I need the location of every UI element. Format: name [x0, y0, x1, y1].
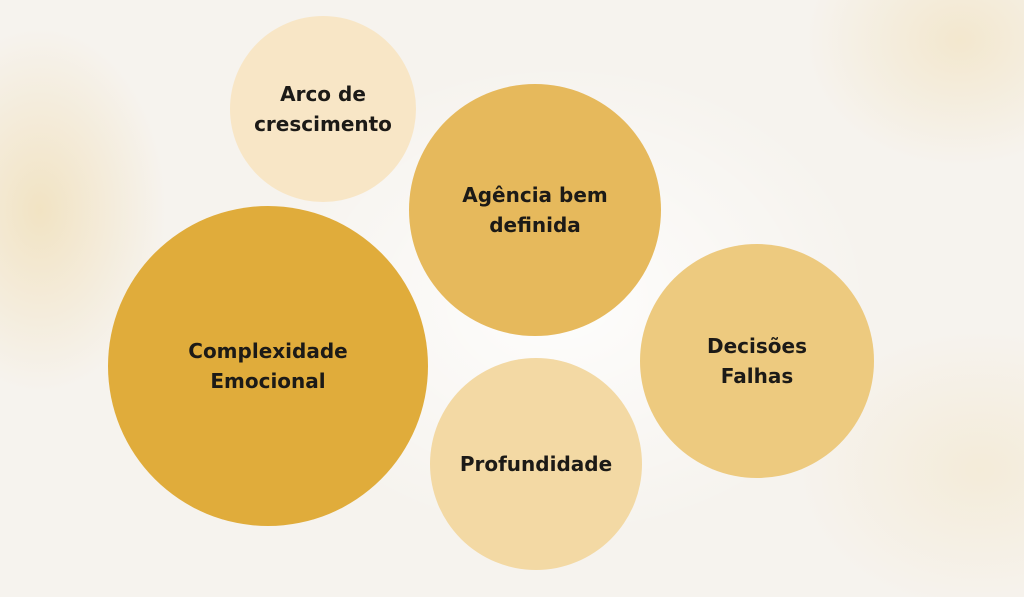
bubble-arco-de-crescimento: Arco de crescimento	[230, 16, 416, 202]
bubble-label: Decisões Falhas	[707, 334, 807, 388]
bubble-label: Profundidade	[459, 452, 613, 476]
bubble-label: Arco de crescimento	[254, 82, 392, 136]
bubble-label: Complexidade Emocional	[188, 339, 348, 393]
bubble-complexidade-emocional: Complexidade Emocional	[108, 206, 428, 526]
bubble-agencia-bem-definida: Agência bem definida	[409, 84, 661, 336]
bubble-decisoes-falhas: Decisões Falhas	[640, 244, 874, 478]
bubble-label: Agência bem definida	[462, 183, 608, 237]
bubble-profundidade: Profundidade	[430, 358, 642, 570]
